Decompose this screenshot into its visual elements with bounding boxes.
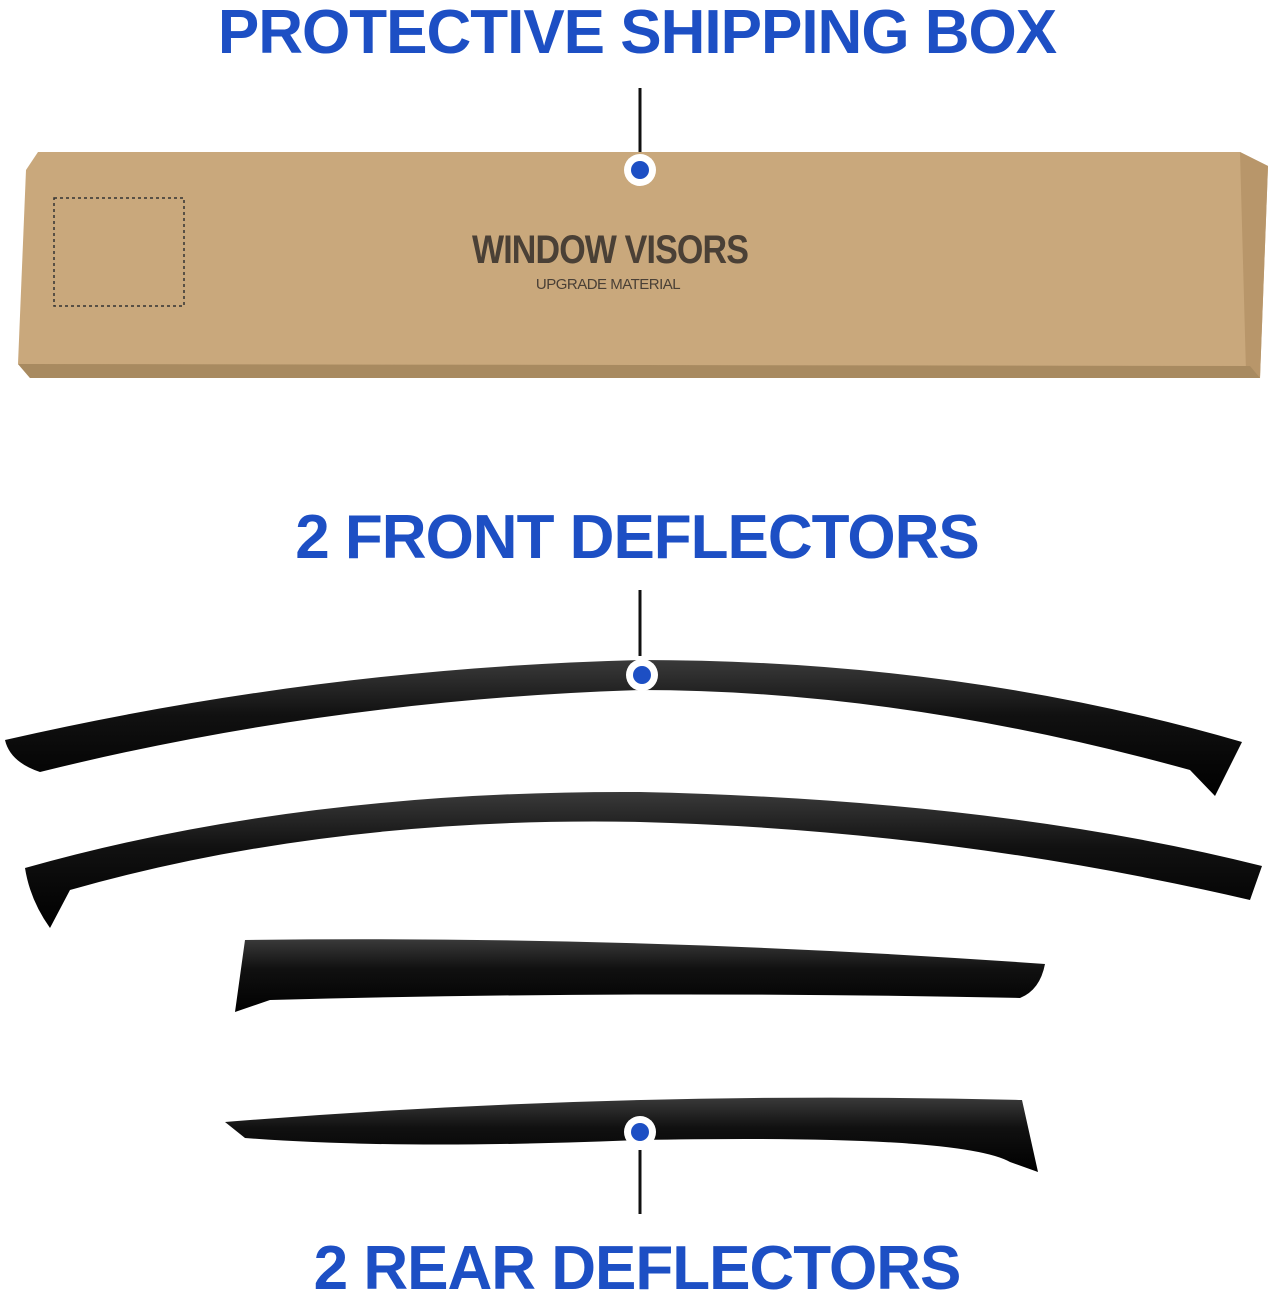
callout-dot-box	[624, 154, 656, 186]
shipping-box	[18, 152, 1268, 378]
heading-shipping-box: PROTECTIVE SHIPPING BOX	[217, 0, 1057, 67]
callout-dot-rear	[624, 1116, 656, 1148]
front-deflector-1	[5, 660, 1242, 796]
rear-deflector-1	[235, 939, 1045, 1012]
box-label-subtitle: UPGRADE MATERIAL	[535, 276, 681, 293]
heading-rear-deflectors: 2 REAR DEFLECTORS	[313, 1234, 962, 1303]
callout-dot-front	[626, 659, 658, 691]
heading-front-deflectors: 2 FRONT DEFLECTORS	[295, 503, 980, 572]
box-label-title: WINDOW VISORS	[471, 228, 749, 272]
front-deflector-2	[25, 791, 1262, 928]
